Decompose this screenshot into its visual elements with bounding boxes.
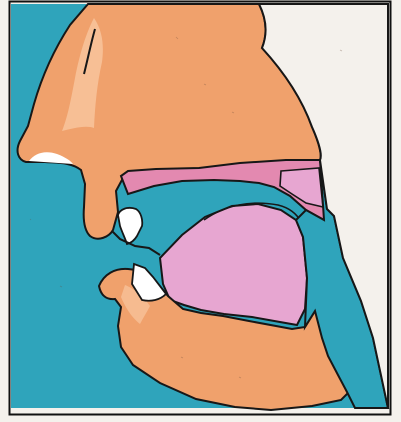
anatomy-diagram (0, 0, 401, 422)
head-cross-section-svg (0, 0, 401, 422)
